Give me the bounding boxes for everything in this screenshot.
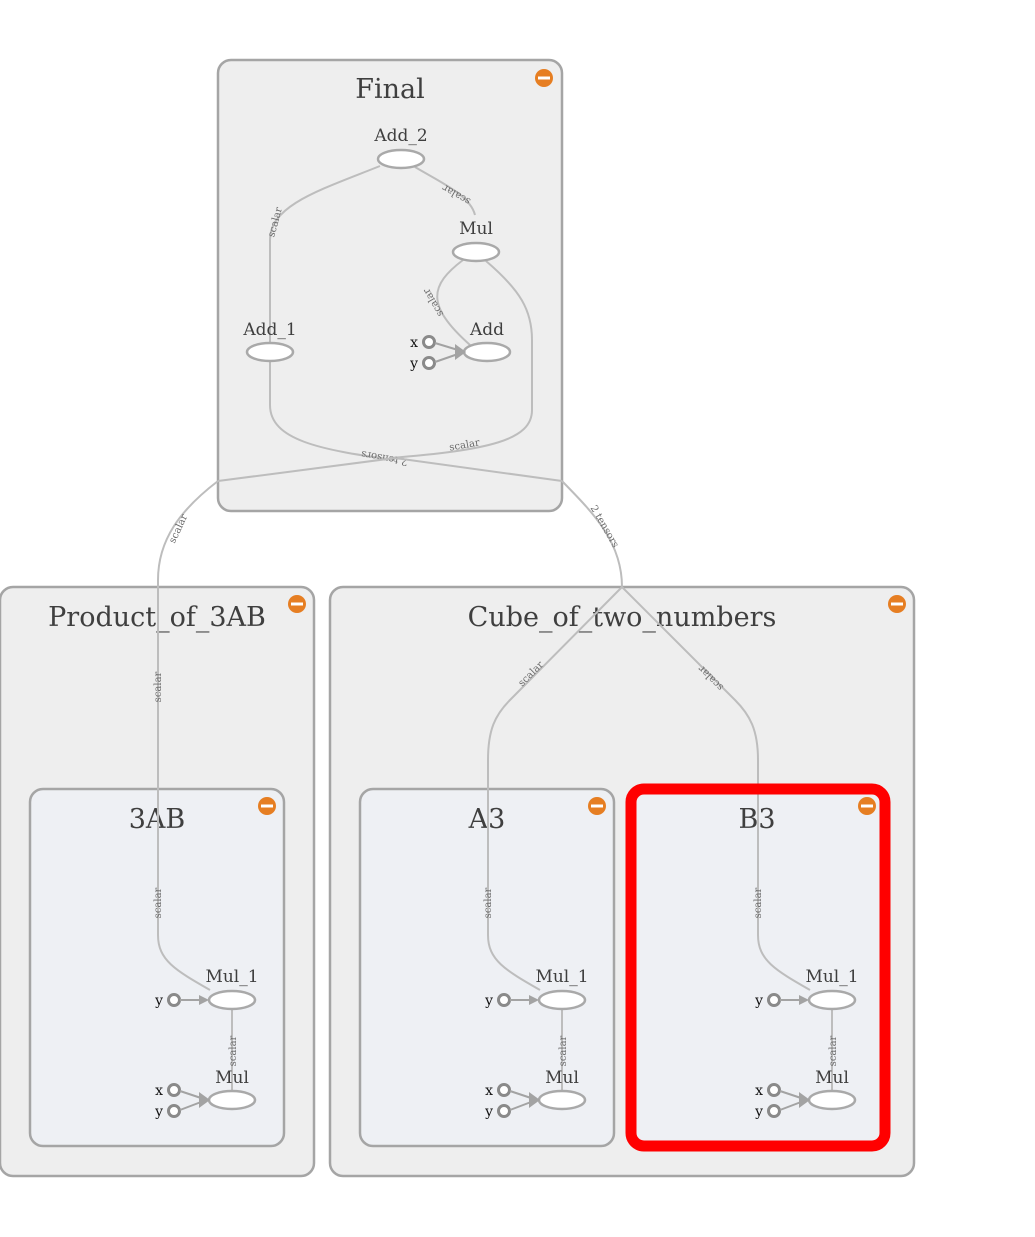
op-label: Mul bbox=[459, 219, 493, 239]
arrow-icon bbox=[799, 995, 809, 1005]
op-label: Add_2 bbox=[373, 126, 427, 146]
op-label: Add_1 bbox=[242, 320, 296, 340]
edge-label: scalar bbox=[753, 887, 764, 918]
input-label: y bbox=[754, 993, 763, 1009]
input-x[interactable]: x bbox=[755, 1083, 781, 1099]
io-edges bbox=[509, 1090, 532, 1111]
edge-mul-add bbox=[436, 259, 471, 346]
edge-label: scalar bbox=[153, 671, 164, 702]
op-label: Mul_1 bbox=[205, 967, 258, 987]
collapse-icon[interactable] bbox=[858, 797, 876, 815]
op-node-add-1[interactable]: Add_1 bbox=[242, 320, 297, 363]
input-label: y bbox=[484, 1104, 493, 1120]
edge-label: scalar bbox=[558, 1035, 569, 1066]
input-y[interactable]: y bbox=[484, 1104, 511, 1120]
collapse-icon[interactable] bbox=[258, 797, 276, 815]
group-a3[interactable]: A3 bbox=[358, 787, 616, 1148]
group-cube-title: Cube_of_two_numbers bbox=[468, 602, 777, 633]
op-label: Mul_1 bbox=[805, 967, 858, 987]
arrow-icon bbox=[529, 1092, 540, 1108]
edge-label: scalar bbox=[828, 1035, 839, 1066]
input-x[interactable]: x bbox=[155, 1083, 181, 1099]
io-edges bbox=[779, 1090, 802, 1111]
group-final-title: Final bbox=[355, 74, 425, 105]
io-edges bbox=[434, 342, 459, 363]
input-label: y bbox=[754, 1104, 763, 1120]
group-final[interactable]: Final bbox=[216, 58, 564, 513]
group-final-box bbox=[216, 58, 564, 513]
input-label: x bbox=[410, 335, 418, 351]
op-label: Mul bbox=[215, 1068, 249, 1088]
op-node-add[interactable]: Add bbox=[462, 320, 512, 363]
op-label: Mul_1 bbox=[535, 967, 588, 987]
arrow-icon bbox=[199, 995, 209, 1005]
op-node-3ab-mul[interactable]: Mul bbox=[207, 1068, 257, 1111]
op-node-mul[interactable]: Mul bbox=[451, 219, 501, 263]
input-y[interactable]: y bbox=[154, 993, 181, 1009]
edge-label: scalar bbox=[449, 437, 481, 453]
collapse-icon[interactable] bbox=[588, 797, 606, 815]
input-label: x bbox=[155, 1083, 163, 1099]
edge-final-to-cube bbox=[561, 480, 623, 588]
input-x[interactable]: x bbox=[410, 335, 436, 351]
collapse-icon[interactable] bbox=[888, 595, 906, 613]
input-label: y bbox=[154, 1104, 163, 1120]
op-label: Add bbox=[469, 320, 504, 340]
input-y[interactable]: y bbox=[484, 993, 511, 1009]
edge-final-to-3ab bbox=[157, 480, 219, 991]
edge-cube-to-a3 bbox=[487, 586, 623, 991]
collapse-icon[interactable] bbox=[535, 69, 553, 87]
input-label: y bbox=[409, 356, 418, 372]
input-label: x bbox=[485, 1083, 493, 1099]
arrow-icon bbox=[529, 995, 539, 1005]
input-label: y bbox=[154, 993, 163, 1009]
op-label: Mul bbox=[545, 1068, 579, 1088]
edge-label: scalar bbox=[483, 887, 494, 918]
arrow-icon bbox=[199, 1092, 210, 1108]
input-y[interactable]: y bbox=[754, 993, 781, 1009]
input-y[interactable]: y bbox=[754, 1104, 781, 1120]
edge-mul-out bbox=[389, 260, 533, 459]
io-edges bbox=[179, 1090, 202, 1111]
arrow-icon bbox=[455, 344, 466, 360]
edge-label: scalar bbox=[228, 1035, 239, 1066]
edge-cube-to-b3 bbox=[621, 586, 811, 991]
edge-add2-mul bbox=[414, 166, 476, 216]
op-node-add-2[interactable]: Add_2 bbox=[373, 126, 428, 170]
edge-add2-add1 bbox=[269, 165, 381, 345]
group-a3-title: A3 bbox=[468, 804, 506, 835]
op-node-b3-mul[interactable]: Mul bbox=[807, 1068, 857, 1111]
input-label: y bbox=[484, 993, 493, 1009]
edge-label: 2 tensors bbox=[588, 504, 621, 550]
input-label: x bbox=[755, 1083, 763, 1099]
edge-label: scalar bbox=[167, 513, 190, 546]
input-y[interactable]: y bbox=[154, 1104, 181, 1120]
input-y[interactable]: y bbox=[409, 356, 436, 372]
arrow-icon bbox=[799, 1092, 810, 1108]
edge-add1-out bbox=[269, 360, 396, 461]
input-x[interactable]: x bbox=[485, 1083, 511, 1099]
edge-label: scalar bbox=[153, 887, 164, 918]
selection-highlight bbox=[625, 783, 891, 1152]
op-label: Mul bbox=[815, 1068, 849, 1088]
collapse-icon[interactable] bbox=[288, 595, 306, 613]
edge-bridge bbox=[217, 456, 563, 482]
